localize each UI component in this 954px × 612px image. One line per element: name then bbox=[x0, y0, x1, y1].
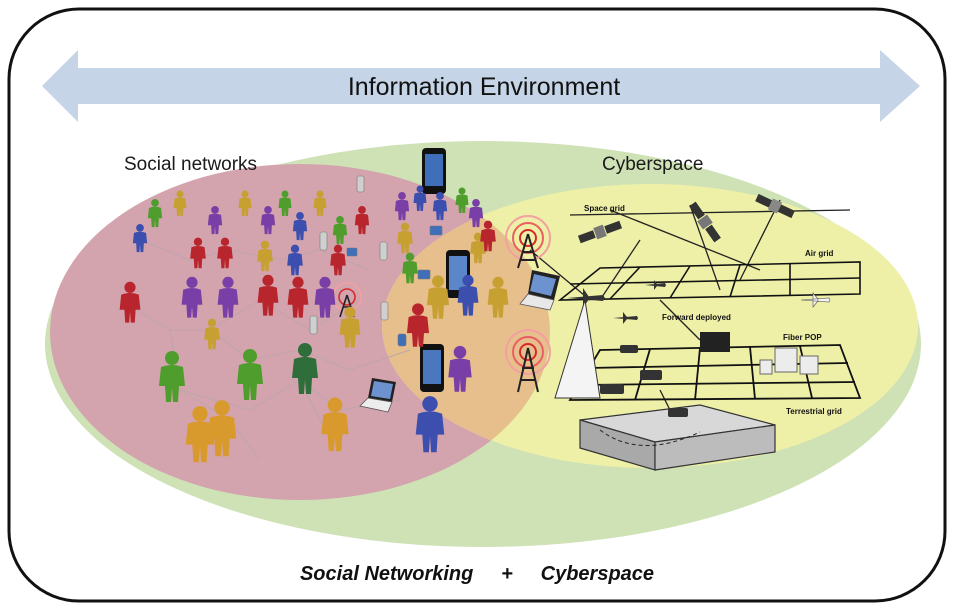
person-icon bbox=[278, 190, 292, 216]
caption-plus: + bbox=[501, 563, 513, 585]
person-icon bbox=[354, 206, 370, 235]
person-icon bbox=[147, 199, 163, 228]
satellite-icon bbox=[577, 220, 623, 244]
person-icon bbox=[487, 276, 509, 318]
laptop-icon bbox=[359, 378, 396, 413]
aircraft-icon bbox=[567, 288, 605, 308]
air-grid-label: Air grid bbox=[805, 249, 834, 258]
air-grid bbox=[557, 261, 861, 301]
smartphone-icon bbox=[420, 344, 444, 392]
person-icon bbox=[207, 400, 237, 457]
forward-deployed-label: Forward deployed bbox=[662, 313, 731, 322]
cyberspace-title: Cyberspace bbox=[602, 154, 703, 175]
person-icon bbox=[257, 240, 273, 272]
person-icon bbox=[132, 224, 148, 253]
person-icon bbox=[321, 397, 349, 452]
information-environment-banner: Information Environment bbox=[42, 50, 920, 122]
person-icon bbox=[185, 406, 215, 463]
terrestrial-grid bbox=[568, 344, 862, 401]
person-icon bbox=[468, 199, 484, 228]
radio-tower-icon bbox=[505, 329, 551, 393]
server-icon bbox=[700, 332, 819, 375]
people-group bbox=[119, 185, 509, 463]
person-icon bbox=[292, 212, 308, 241]
person-icon bbox=[332, 216, 348, 245]
person-icon bbox=[413, 185, 427, 211]
phone-devices bbox=[309, 175, 443, 347]
aircraft-icon bbox=[645, 280, 666, 290]
person-icon bbox=[287, 276, 309, 318]
signal-beam bbox=[554, 299, 601, 399]
caption: Social Networking + Cyberspace bbox=[0, 563, 954, 586]
person-icon bbox=[432, 192, 448, 221]
person-icon bbox=[204, 318, 220, 350]
person-icon bbox=[314, 276, 336, 318]
aircraft-icon bbox=[800, 292, 831, 308]
person-icon bbox=[470, 232, 486, 264]
double-arrow-icon bbox=[42, 50, 920, 122]
radio-tower-icon bbox=[505, 215, 551, 269]
satellite-icon bbox=[689, 201, 721, 243]
cyber-network-links bbox=[529, 199, 851, 431]
person-icon bbox=[287, 244, 303, 276]
person-icon bbox=[217, 237, 233, 269]
satellite-icon bbox=[755, 193, 795, 219]
person-icon bbox=[237, 349, 263, 400]
person-icon bbox=[217, 276, 239, 318]
person-icon bbox=[406, 303, 430, 347]
person-icon bbox=[480, 220, 496, 252]
aircraft-icon bbox=[613, 312, 638, 324]
person-icon bbox=[292, 343, 318, 394]
person-icon bbox=[190, 237, 206, 269]
caption-cyberspace: Cyberspace bbox=[540, 563, 655, 585]
ground-vehicles bbox=[600, 345, 688, 417]
social-networks-title: Social networks bbox=[124, 154, 257, 175]
person-icon bbox=[159, 351, 185, 402]
banner-title: Information Environment bbox=[348, 73, 620, 101]
person-icon bbox=[173, 190, 187, 216]
smartphone-icon bbox=[446, 250, 470, 298]
laptop-icon bbox=[519, 270, 560, 311]
person-icon bbox=[415, 396, 445, 453]
person-icon bbox=[448, 345, 472, 392]
terrestrial-grid-label: Terrestrial grid bbox=[786, 407, 842, 416]
person-icon bbox=[394, 192, 410, 221]
person-icon bbox=[238, 190, 252, 216]
smartphone-icon bbox=[422, 148, 446, 194]
person-icon bbox=[313, 190, 327, 216]
overlap-region bbox=[382, 184, 550, 468]
person-icon bbox=[257, 274, 279, 316]
person-icon bbox=[339, 306, 361, 348]
caption-social-networking: Social Networking bbox=[299, 563, 474, 585]
person-icon bbox=[260, 206, 276, 235]
person-icon bbox=[207, 206, 223, 235]
person-icon bbox=[181, 276, 203, 318]
person-icon bbox=[397, 222, 413, 254]
space-grid-label: Space grid bbox=[584, 204, 625, 213]
person-icon bbox=[119, 281, 141, 323]
person-icon bbox=[426, 275, 450, 319]
person-icon bbox=[457, 274, 479, 316]
fiber-pop-label: Fiber POP bbox=[783, 333, 822, 342]
person-icon bbox=[330, 244, 346, 276]
person-icon bbox=[455, 187, 469, 213]
ground-base-block bbox=[579, 404, 776, 471]
person-icon bbox=[402, 252, 418, 284]
